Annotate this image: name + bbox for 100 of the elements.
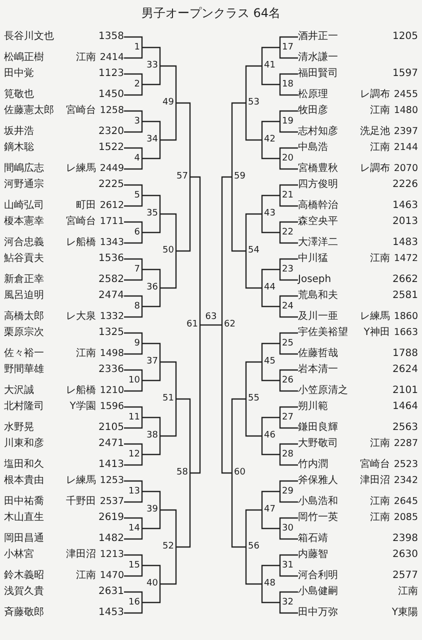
player-number: 2287 (394, 438, 418, 450)
player-name: 岡田昌通 (4, 533, 45, 545)
player-info: 江南 (76, 52, 96, 64)
bracket-line (279, 48, 298, 59)
player-info: 1522 (98, 142, 124, 154)
player-name: 坂井浩 (4, 126, 35, 138)
match-number: 41 (263, 60, 276, 72)
bracket-line (231, 398, 246, 473)
player-name: 山崎弘司 (4, 200, 45, 212)
player-info: 宮崎台 (66, 216, 96, 228)
bracket-line (176, 473, 191, 548)
bracket-line (279, 517, 298, 528)
player-name: 間嶋広志 (4, 163, 45, 175)
bracket-line (279, 344, 298, 355)
player-name: 浅賀久貴 (4, 586, 45, 598)
match-number: 61 (186, 320, 199, 330)
player-info: レ船橋 (66, 385, 96, 397)
bracket-line (124, 184, 143, 196)
player-number: 1253 (100, 475, 124, 487)
bracket-line (279, 184, 298, 196)
bracket-line (245, 251, 262, 289)
player-number: 2523 (394, 459, 418, 471)
player-name: 鈴木義昭 (4, 570, 45, 582)
match-number: 34 (146, 134, 159, 146)
player-info: 津田沼 (360, 475, 390, 487)
bracket-line (142, 362, 161, 382)
bracket-line (261, 342, 280, 362)
player-info: レ練馬 (66, 475, 96, 487)
player-info: 1597 (392, 68, 418, 80)
match-number: 57 (176, 172, 189, 182)
bracket-line (261, 268, 280, 288)
bracket-line (261, 120, 280, 140)
bracket-line (124, 158, 143, 170)
player-info: 2619 (98, 512, 124, 524)
bracket-line (142, 564, 161, 584)
bracket-line (142, 342, 161, 362)
player-info: 2581 (392, 290, 418, 302)
bracket-line (261, 510, 280, 530)
match-number: 56 (247, 542, 260, 552)
bracket-line (124, 36, 143, 48)
player-name: 田中覚 (4, 68, 35, 80)
bracket-line (261, 194, 280, 214)
bracket-line (142, 268, 161, 288)
match-number: 3 (133, 116, 141, 127)
bracket-line (124, 418, 143, 429)
player-name: 志村知彦 (298, 126, 339, 138)
player-info: 江南 (398, 586, 418, 598)
player-name: 小島浩和 (298, 496, 339, 508)
bracket-line (279, 73, 298, 84)
match-number: 46 (263, 430, 276, 442)
bracket-line (142, 416, 161, 436)
match-number: 38 (146, 430, 159, 442)
bracket-line (142, 436, 161, 456)
player-number: 1343 (100, 237, 124, 249)
player-name: 箱石靖 (298, 533, 329, 545)
match-number: 14 (128, 523, 141, 534)
bracket-line (279, 110, 298, 122)
bracket-line (160, 509, 177, 547)
player-info: 宮崎台 (360, 459, 390, 471)
bracket-line (142, 288, 161, 308)
player-number: 2449 (100, 163, 124, 175)
player-name: 小笠原清之 (298, 385, 349, 397)
player-name: 四方俊明 (298, 179, 339, 191)
bracket-line (160, 213, 177, 251)
player-name: 小林宮 (4, 549, 35, 561)
player-name: 筧敬也 (4, 89, 35, 101)
match-number: 9 (133, 338, 141, 349)
bracket-line (124, 443, 143, 454)
match-number: 30 (281, 523, 294, 534)
bracket-line (279, 295, 298, 306)
bracket-line (261, 140, 280, 160)
bracket-line (176, 177, 191, 252)
player-name: 木山直生 (4, 512, 45, 524)
match-number: 35 (146, 208, 159, 220)
player-number: 2342 (394, 475, 418, 487)
match-number: 49 (162, 98, 175, 108)
player-info: 町田 (76, 200, 96, 212)
bracket-line (279, 380, 298, 392)
player-info: 1536 (98, 253, 124, 265)
player-number: 1480 (394, 105, 418, 117)
player-info: レ調布 (360, 163, 390, 175)
player-info: 江南 (370, 496, 390, 508)
bracket-line (279, 554, 298, 566)
bracket-line (245, 547, 262, 585)
player-number: 2612 (100, 200, 124, 212)
bracket-line (124, 480, 143, 492)
player-name: 宇佐美裕望 (298, 327, 349, 339)
player-info: 2101 (392, 385, 418, 397)
player-name: 宮橋豊秋 (298, 163, 339, 175)
player-number: 1258 (100, 105, 124, 117)
player-info: 2662 (392, 274, 418, 286)
player-info: 1325 (98, 327, 124, 339)
match-number: 53 (247, 98, 260, 108)
match-number: 25 (281, 338, 294, 349)
player-info: 宮崎台 (66, 105, 96, 117)
match-number: 2 (133, 79, 141, 90)
player-name: 鎌田良輝 (298, 422, 339, 434)
match-number: 26 (281, 375, 294, 386)
player-info: 1483 (392, 237, 418, 249)
match-number: 39 (146, 504, 159, 516)
